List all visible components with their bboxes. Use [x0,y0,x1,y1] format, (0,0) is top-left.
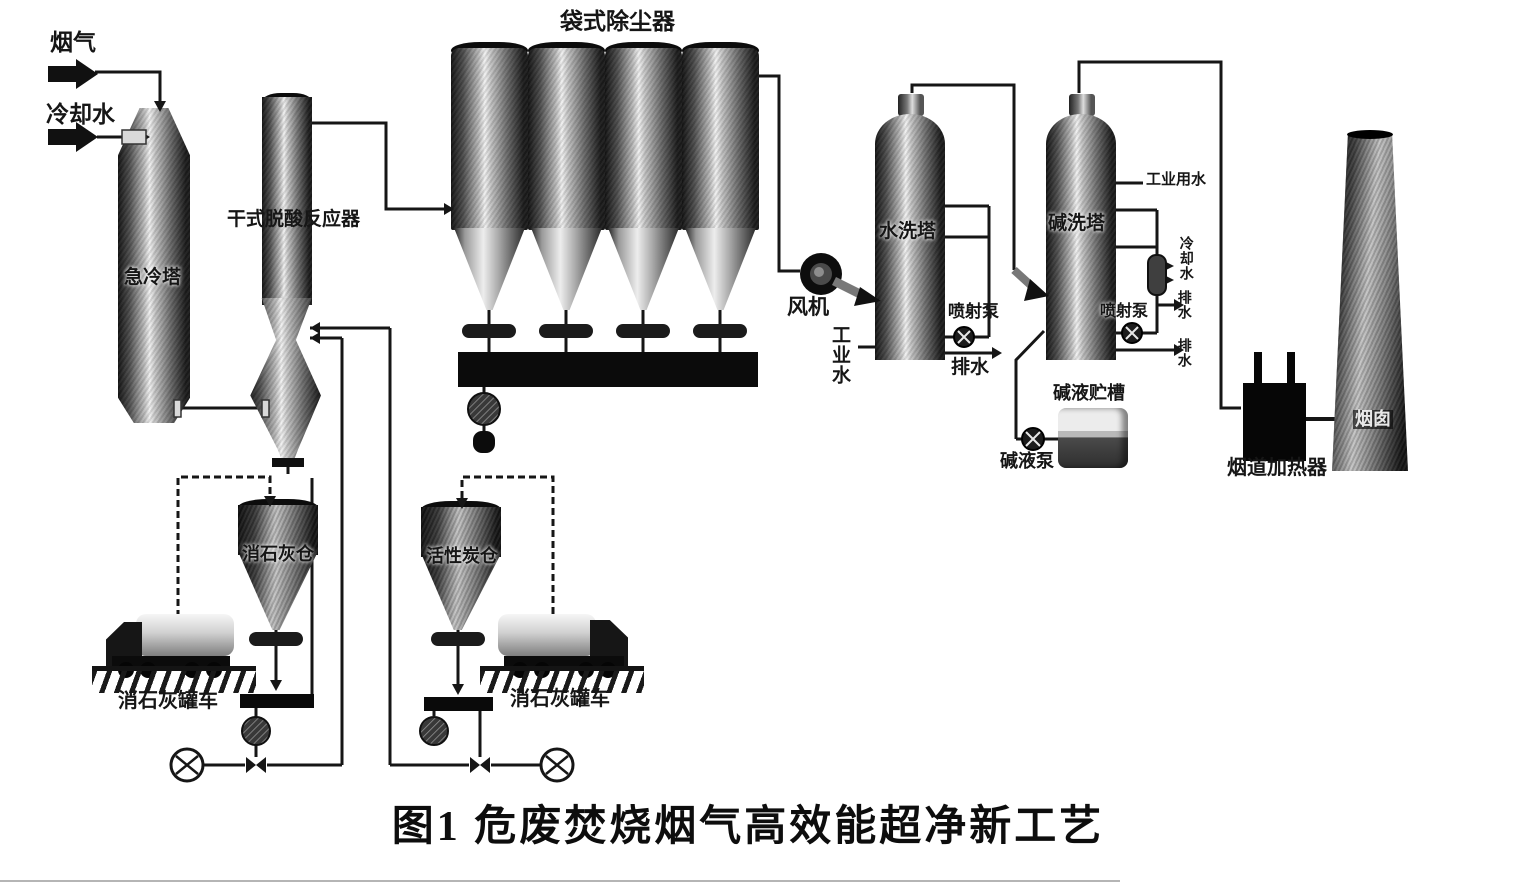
fan-label: 风机 [787,296,829,319]
truck-chassis [504,656,624,668]
bottom-rule [0,880,1120,882]
duct-heater-element [1254,352,1262,386]
ash-bin-icon [473,431,495,453]
quench-tower-vessel [118,108,190,423]
industrial-water-2-label: 工业用水 [1146,171,1207,188]
industrial-water-1-label: 工业水 [828,325,850,385]
lime-silo-body [238,505,318,555]
bag-filter-label: 袋式除尘器 [560,8,675,34]
pipe-wash-recirculation [944,204,991,339]
alkali-pump-icon [1021,427,1045,451]
ground-hatch [92,666,256,693]
lime-mixer-bar [240,694,314,708]
duct-heater-body [1243,383,1306,461]
bagfilter-cell [528,48,605,230]
rotary-valves [249,324,747,646]
lime-silo-label: 消石灰仓 [242,544,314,564]
truck-tank [136,614,234,656]
cooling-water-label: 冷却水 [46,101,115,127]
flue-gas-label: 烟气 [50,29,96,55]
truck-tank [498,614,596,656]
chimney-rim [1347,130,1393,139]
carbon-silo-label: 活性炭仓 [426,546,498,566]
pipe-alkalitower-to-heater [1077,60,1241,410]
cooler-icon [1147,254,1167,296]
hopper-stems [487,308,722,352]
duct-heater-element [1287,352,1295,386]
drain-1-label: 排水 [951,357,990,378]
pipe-alkali-recirculation [1113,208,1159,335]
blower-1-icon [169,747,205,783]
alkali-tank-label: 碱液贮槽 [1053,383,1125,403]
fan-icon [800,253,881,306]
alkali-tank-vessel [1058,408,1128,468]
dry-reactor-label: 干式脱酸反应器 [227,209,361,230]
rotary-feeder-icons [241,392,501,746]
jet-pump-2-label: 喷射泵 [1100,303,1149,320]
dry-reactor-body [262,97,312,305]
flue-gas-arrow [48,59,98,89]
nozzle-flanges [121,129,304,467]
blower-2-icon [539,747,575,783]
ash-conveyor [458,352,758,387]
alkali-wash-tower-vessel [1046,114,1116,360]
ground-hatch [480,666,644,693]
duct-heater-label: 烟道加热器 [1227,457,1327,479]
drain-2-label: 排水 [1176,290,1193,320]
jet-pump-1-label: 喷射泵 [948,302,999,321]
jet-pump-2-icon [1121,322,1143,344]
lime-truck-1-label: 消石灰罐车 [118,690,218,712]
chimney-label: 烟囱 [1353,409,1393,429]
flow-arrowheads [140,101,1184,695]
lime-truck-2-label: 消石灰罐车 [510,688,610,710]
pipe-alkali-feed [1014,329,1046,439]
pipe-washtower-to-alkalitower [910,83,1016,270]
pipe-reactor-to-bagfilter [312,121,446,211]
carbon-feed-line [390,711,541,767]
pipe-carbon-riser [310,326,392,765]
washtower-cap [898,94,924,116]
quench-tower-label: 急冷塔 [124,267,182,288]
truck2-unload-line [460,475,555,614]
bagfilter-cell [605,48,682,230]
drain-3-label: 排水 [1176,338,1193,368]
pipe-flue-gas-inlet [95,70,162,102]
jet-pump-1-icon [953,326,975,348]
valve-icons [246,757,490,773]
figure-title: 图1 危废焚烧烟气高效能超净新工艺 [391,804,1105,850]
alkali-wash-tower-label: 碱洗塔 [1048,213,1106,234]
cooling-water-2-label: 冷却水 [1178,236,1195,281]
intertower-duct [1011,267,1049,301]
water-wash-tower-vessel [875,114,945,360]
cooling-water-arrow [48,122,98,152]
truck1-unload-line [176,475,272,617]
carbon-mixer-bar [424,697,493,711]
water-wash-tower-label: 水洗塔 [879,221,937,242]
bagfilter-cell [682,48,759,230]
alkali-pump-label: 碱液泵 [1000,451,1054,471]
carbon-silo-body [421,507,501,557]
bagfilter-cell [451,48,528,230]
pipe-bagfilter-to-fan [758,74,800,273]
alkalitower-cap [1069,94,1095,116]
